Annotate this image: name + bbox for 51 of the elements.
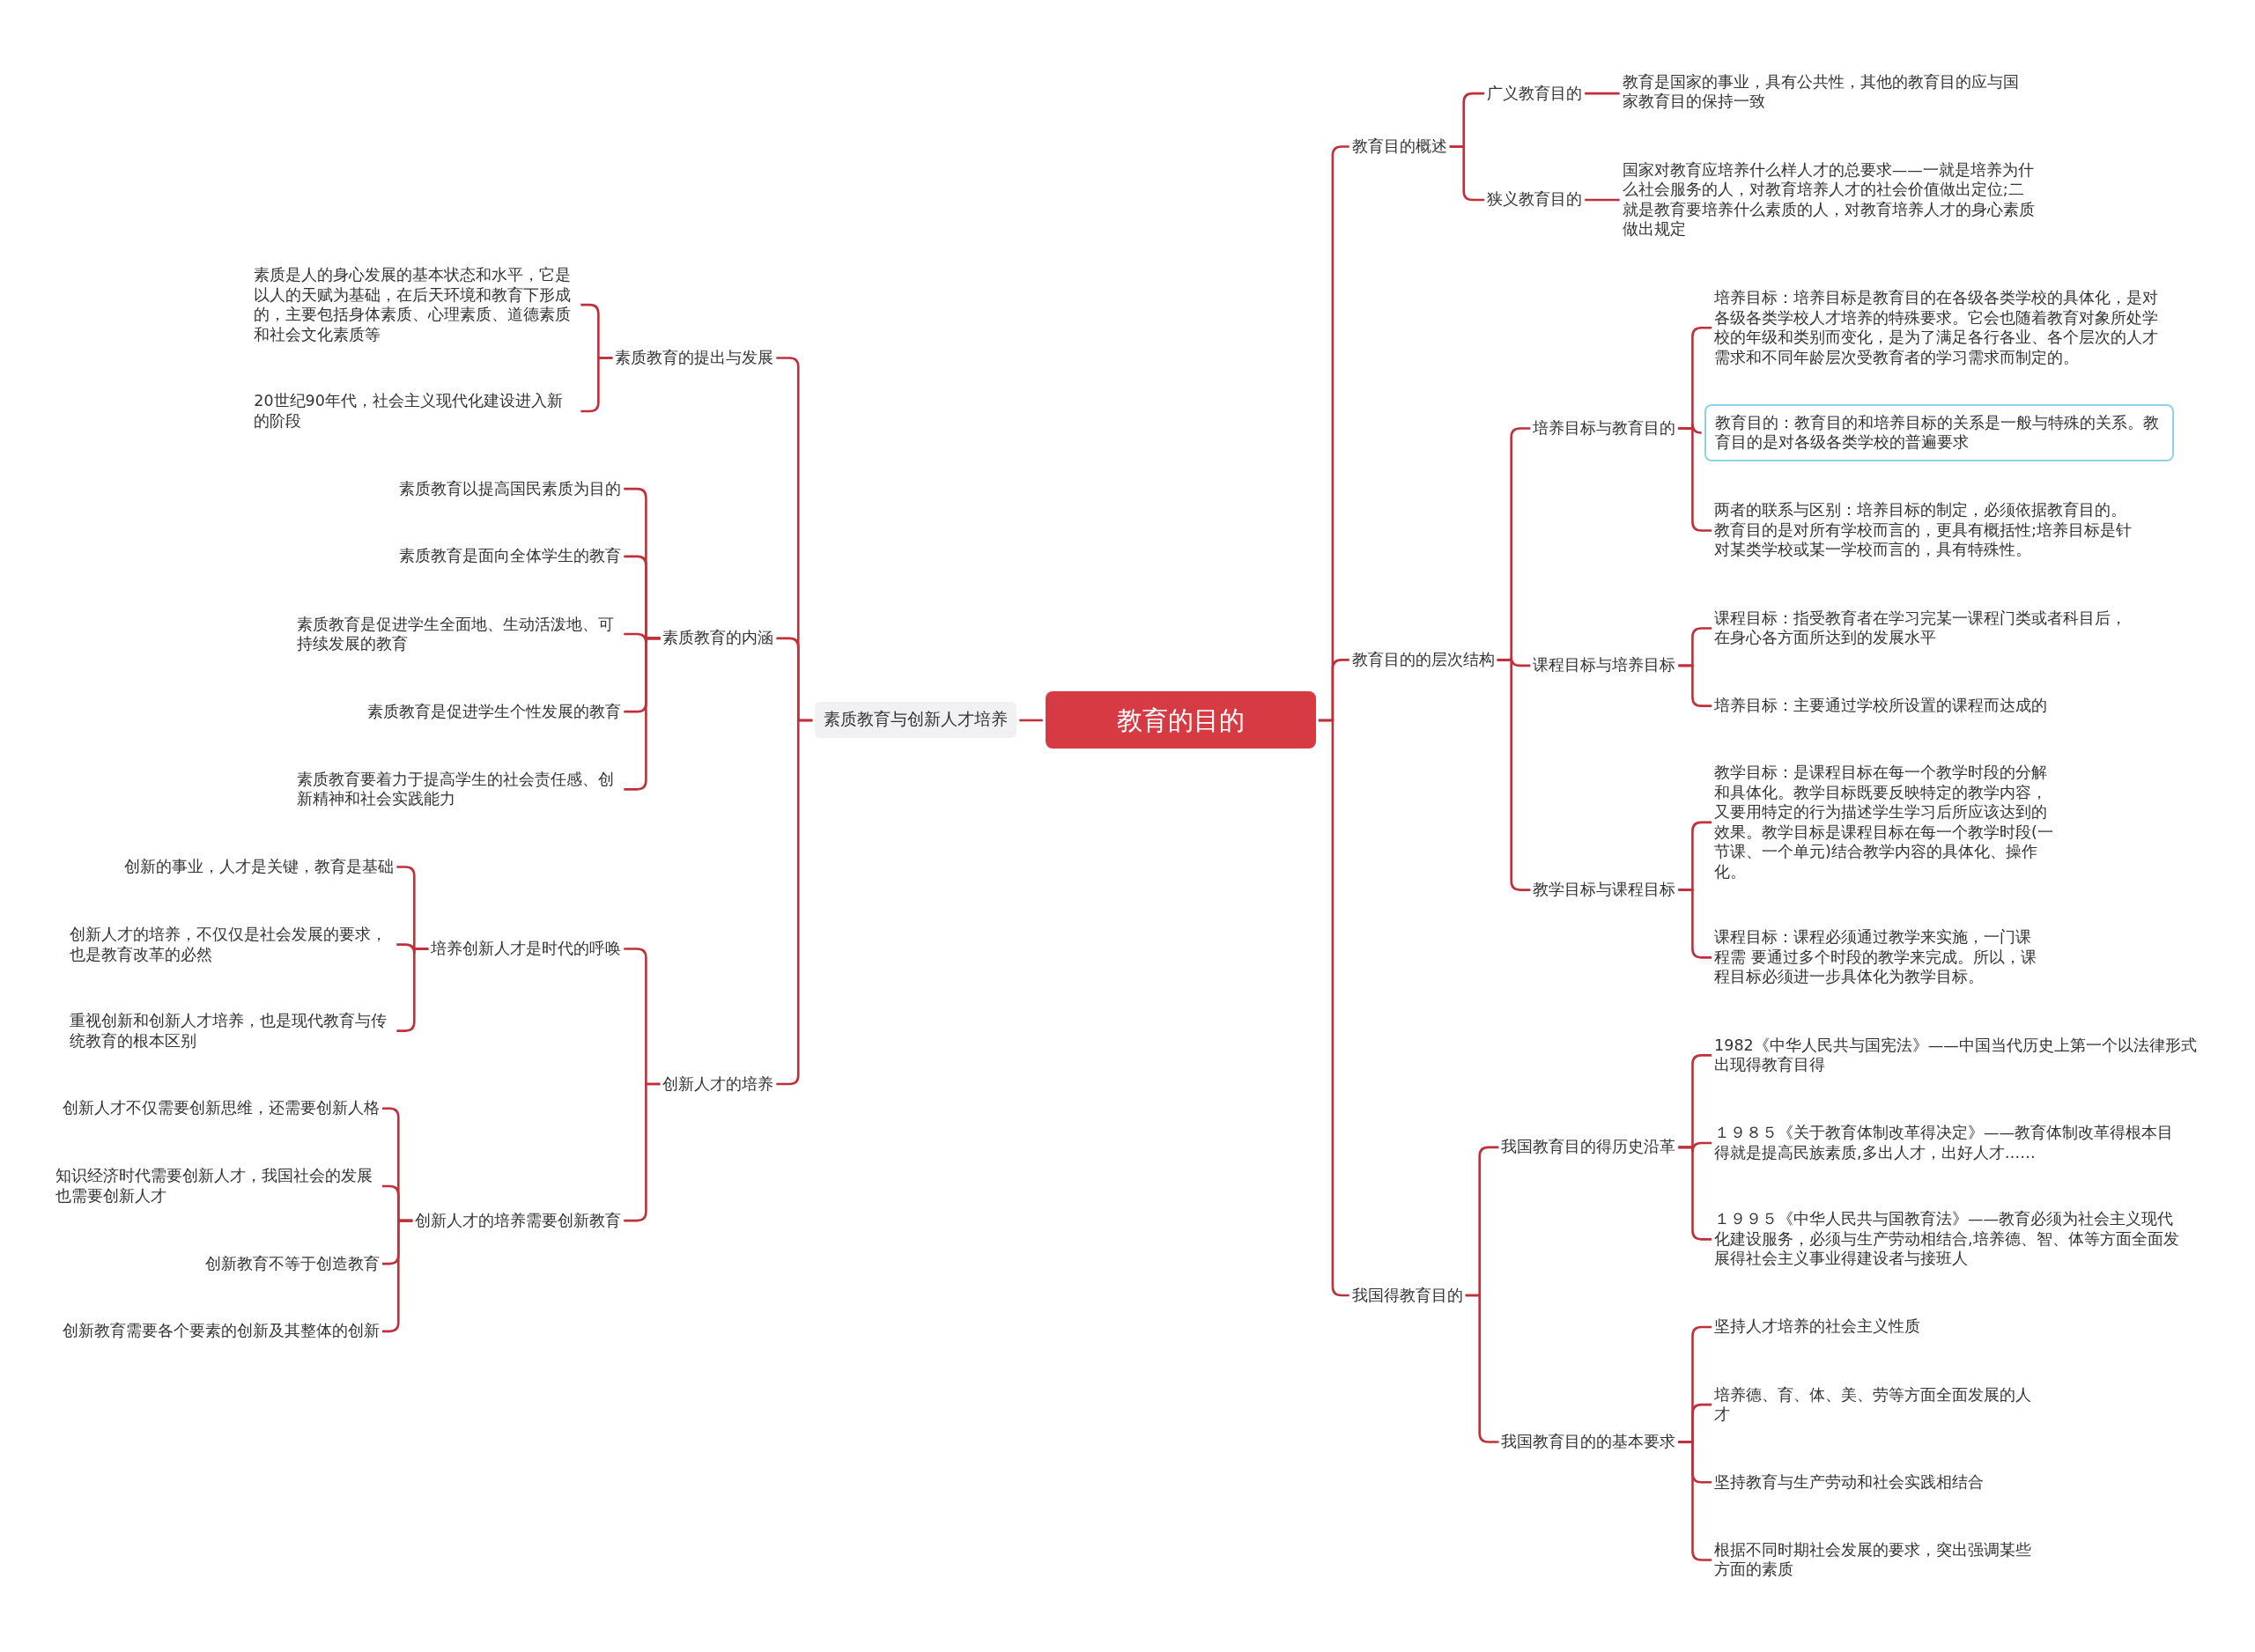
branch-label: 教育目的概述	[1351, 136, 1447, 157]
note-text: 1982《中华人民共与国宪法》——中国当代历史上第一个以法律形式出现得教育目得	[1714, 1035, 2208, 1075]
connector-line	[1585, 92, 1620, 95]
branch-label: 创新教育需要各个要素的创新及其整体的创新	[63, 1321, 380, 1341]
note-text: 创新人才的培养，不仅仅是社会发展的要求，也是教育改革的必然	[70, 925, 395, 965]
branch-label: 创新人才不仅需要创新思维，还需要创新人格	[63, 1098, 380, 1118]
note-text: 国家对教育应培养什么样人才的总要求——一就是培养为什么社会服务的人，对教育培养人才的社会价值做出定位;二就是教育要培养什么素质的人，对教育培养人才的身心素质做出规定	[1622, 159, 2039, 240]
branch-label: 广义教育目的	[1487, 83, 1583, 104]
branch-label: 培养目标与教育目的	[1533, 418, 1676, 439]
note-text: 素质是人的身心发展的基本状态和水平，它是以人的天赋为基础，在后天环境和教育下形成的，主要包括身体素质、心理素质、道德素质和社会文化素质等	[254, 265, 579, 345]
branch-label: 创新人才的培养	[662, 1073, 774, 1094]
central-topic-box: 教育的目的	[1045, 691, 1316, 749]
branch-label: 我国得教育目的	[1351, 1285, 1463, 1305]
note-text: 素质教育要着力于提高学生的社会责任感、创新精神和社会实践能力	[297, 769, 622, 809]
branch-label: 坚持人才培养的社会主义性质	[1714, 1316, 1921, 1337]
branch-label: 我国教育目的的基本要求	[1501, 1432, 1676, 1452]
note-text: 20世纪90年代，社会主义现代化建设进入新的阶段	[254, 391, 579, 431]
branch-label: 素质教育是面向全体学生的教育	[399, 546, 622, 566]
note-text: 教学目标：是课程目标在每一个教学时段的分解和具体化。教学目标既要反映特定的教学内容，又要用特定的行为描述学生学习后所应该达到的效果。教学目标是课程目标在每一个教学时段(一节课、一个单元)结合教学内容的具体化、操作化。	[1714, 763, 2054, 882]
note-box: 教育目的：教育目的和培养目标的关系是一般与特殊的关系。教育目的是对各级各类学校的普遍要求	[1704, 403, 2174, 461]
note-text: 教育是国家的事业，具有公共性，其他的教育目的应与国家教育目的保持一致	[1622, 72, 2024, 112]
branch-label: 创新人才的培养需要创新教育	[415, 1210, 622, 1231]
note-text: 素质教育是促进学生全面地、生动活泼地、可持续发展的教育	[297, 614, 622, 654]
note-text: 根据不同时期社会发展的要求，突出强调某些方面的素质	[1714, 1539, 2046, 1580]
note-text: 课程目标：课程必须通过教学来实施，一门课程需 要通过多个时段的教学来完成。所以，课程目标必须进一步具体化为教学目标。	[1714, 927, 2046, 987]
note-text: １９９５《中华人民共与国教育法》——教育必须为社会主义现代化建设服务，必须与生产劳动相结合,培养德、智、体等方面全面发展得社会主义事业得建设者与接班人	[1714, 1209, 2185, 1269]
branch-label: 创新教育不等于创造教育	[205, 1253, 380, 1274]
branch-label: 培养目标：主要通过学校所设置的课程而达成的	[1714, 696, 2048, 716]
note-text: 培养目标：培养目标是教育目的在各级各类学校的具体化，是对各级各类学校人才培养的特殊要求。它会也随着教育对象所处学校的年级和类别而变化，是为了满足各行各业、各个层次的人才需求和不同年龄层次受教育者的学习需求而制定的。	[1714, 288, 2163, 368]
connector-line	[1678, 664, 1712, 707]
branch-label: 我国教育目的得历史沿革	[1501, 1137, 1676, 1157]
note-text: １９８５《关于教育体制改革得决定》——教育体制改革得根本目得就是提高民族素质,多出人才，出好人才……	[1714, 1123, 2185, 1163]
note-text: 两者的联系与区别：培养目标的制定，必须依据教育目的。教育目的是对所有学校而言的，更具有概括性;培养目标是针对某类学校或某一学校而言的，具有特殊性。	[1714, 500, 2139, 560]
note-text: 课程目标：指受教育者在学习完某一课程门类或者科目后，在身心各方面所达到的发展水平	[1714, 608, 2139, 648]
topic-box: 素质教育与创新人才培养	[815, 702, 1017, 738]
branch-label: 素质教育的提出与发展	[615, 348, 774, 368]
branch-label: 坚持教育与生产劳动和社会实践相结合	[1714, 1471, 1985, 1493]
branch-label: 素质教育以提高国民素质为目的	[399, 478, 622, 499]
branch-label: 培养创新人才是时代的呼唤	[431, 939, 622, 959]
connector-line	[1585, 198, 1620, 202]
branch-label: 素质教育是促进学生个性发展的教育	[367, 701, 622, 722]
branch-label: 教学目标与课程目标	[1533, 880, 1676, 900]
branch-label: 创新的事业，人才是关键，教育是基础	[124, 857, 395, 877]
branch-label: 素质教育的内涵	[662, 628, 774, 648]
note-text: 重视创新和创新人才培养，也是现代教育与传统教育的根本区别	[70, 1011, 395, 1051]
branch-label: 狭义教育目的	[1487, 189, 1583, 210]
note-text: 知识经济时代需要创新人才，我国社会的发展也需要创新人才	[55, 1166, 380, 1206]
connector-line	[1019, 719, 1043, 722]
note-text: 培养德、育、体、美、劳等方面全面发展的人才	[1714, 1384, 2046, 1425]
branch-label: 教育目的的层次结构	[1351, 649, 1495, 670]
branch-label: 课程目标与培养目标	[1533, 655, 1676, 675]
